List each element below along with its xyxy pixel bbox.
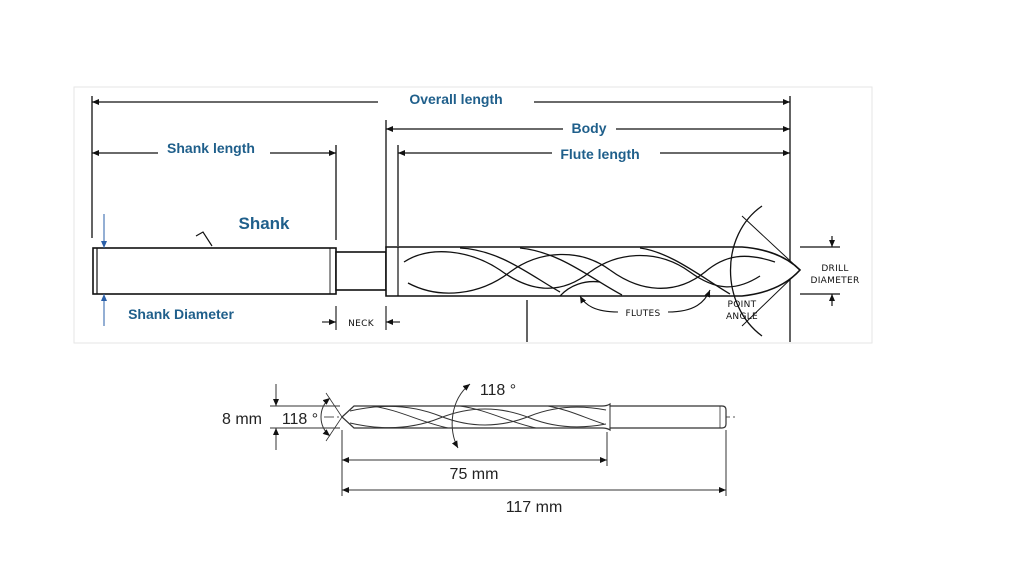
overall-length-value: 117 mm: [506, 499, 563, 516]
diameter-label: 8 mm: [222, 411, 262, 428]
extension-lines: [91, 96, 791, 342]
point-angle-label-line1: POINT: [728, 300, 757, 310]
flute-helix-lines: [403, 247, 776, 297]
diameter-dimension: [270, 384, 340, 450]
top-panel-border: [73, 86, 873, 344]
point-angle-label-line2: ANGLE: [726, 312, 758, 322]
small-drill-body: [341, 402, 727, 432]
shank-body: [92, 247, 337, 295]
top-angle-arc: [451, 383, 471, 449]
length-dimensions: [341, 430, 727, 496]
left-angle-arc: [320, 397, 331, 437]
left-angle-ray-bottom: [325, 416, 343, 442]
drill-diameter-dimension: [800, 236, 840, 306]
body-label: Body: [572, 120, 607, 136]
shank-diameter-label: Shank Diameter: [128, 306, 234, 322]
dimension-lines: [92, 99, 790, 156]
shank-label: Shank: [238, 214, 290, 233]
neck-body: [335, 251, 387, 291]
small-flute-helix-lines: [349, 405, 607, 429]
bottom-drill-diagram: 8 mm 118 ° 118 ° 75 mm 117 mm: [222, 382, 738, 516]
drill-diameter-label-line1: DRILL: [821, 264, 848, 274]
top-drill-diagram: Overall length Body Shank length Flute l…: [73, 86, 873, 344]
drill-diameter-label-line2: DIAMETER: [810, 276, 859, 286]
neck-dimension: [322, 306, 400, 330]
flutes-label: FLUTES: [625, 309, 660, 319]
top-angle-label: 118 °: [480, 382, 516, 399]
overall-length-label: Overall length: [409, 91, 502, 107]
flute-length-value: 75 mm: [450, 466, 499, 483]
flute-length-label: Flute length: [560, 146, 639, 162]
fluted-body: [385, 205, 802, 337]
left-angle-ray-top: [325, 392, 343, 418]
shank-length-label: Shank length: [167, 140, 255, 156]
flutes-leaders: [579, 289, 711, 313]
shank-leader: [195, 231, 213, 247]
left-angle-label: 118 °: [282, 411, 318, 428]
neck-label: NECK: [348, 319, 375, 329]
